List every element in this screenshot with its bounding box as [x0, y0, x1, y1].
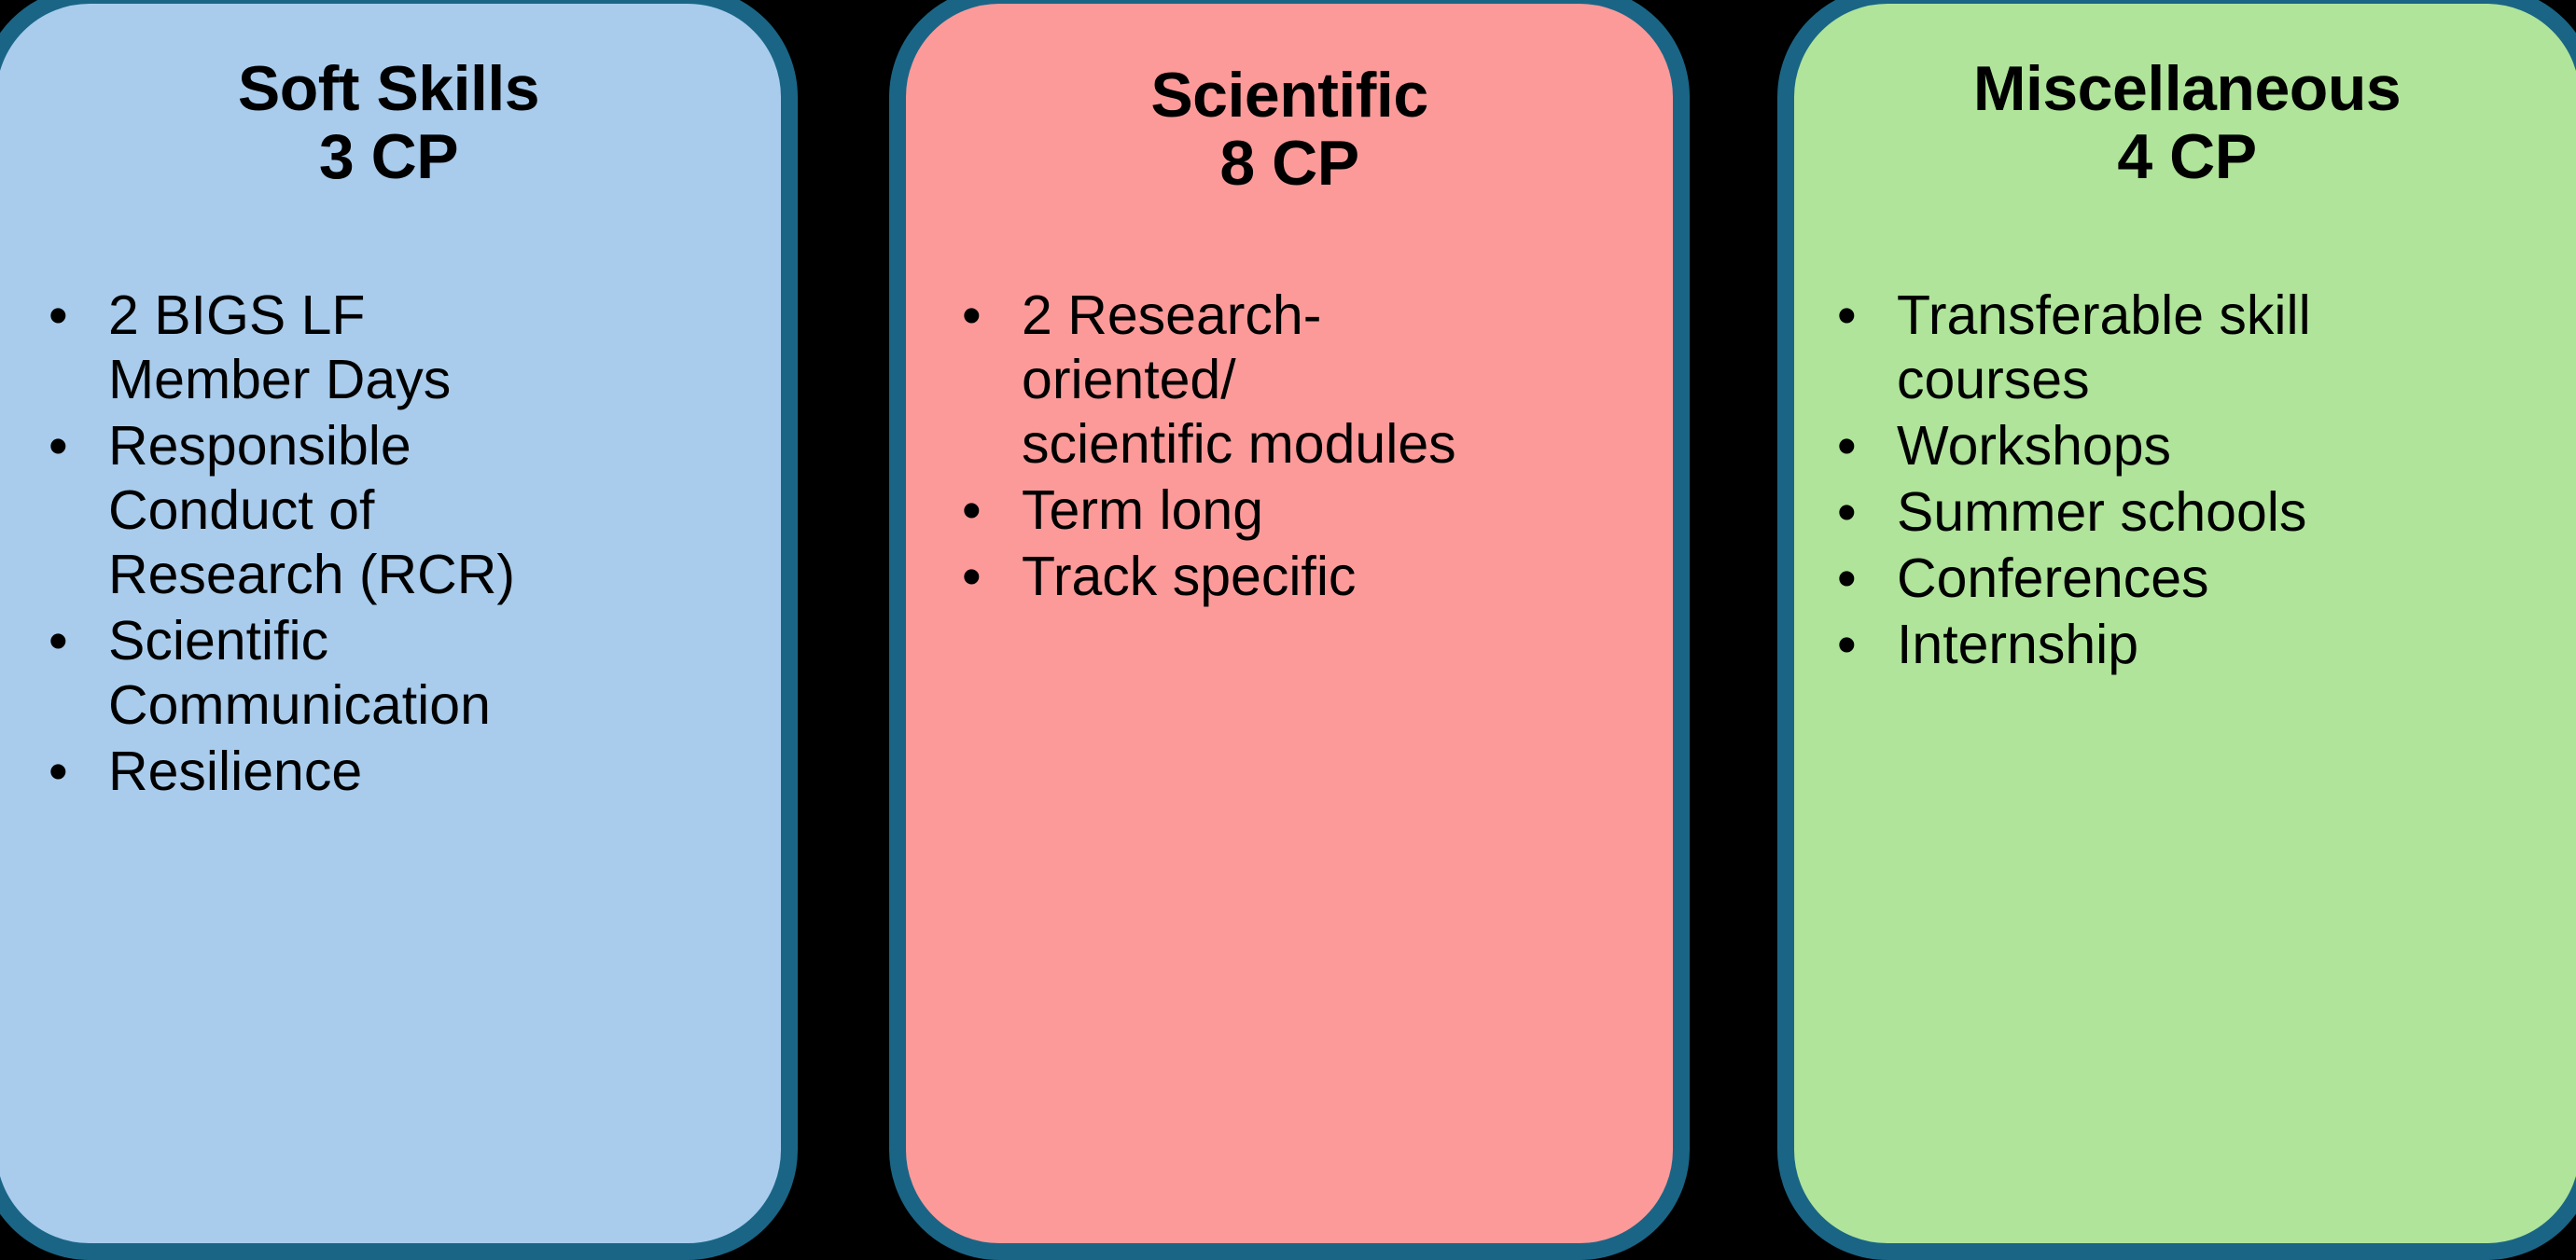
list-item: • 2 BIGS LF Member Days	[13, 284, 722, 412]
bullet-icon: •	[1837, 547, 1857, 610]
card-soft-skills-bullet-list: • 2 BIGS LF Member Days • Responsible Co…	[13, 284, 722, 806]
card-soft-skills: Soft Skills 3 CP • 2 BIGS LF Member Days…	[0, 0, 798, 1260]
list-item-label: 2 Research- oriented/ scientific modules	[1022, 284, 1456, 476]
bullet-icon: •	[962, 546, 982, 608]
list-item-label: Conferences	[1897, 547, 2209, 610]
bullet-icon: •	[1837, 614, 1857, 676]
card-miscellaneous-bullet-list: • Transferable skill courses • Workshops…	[1802, 284, 2567, 679]
bullet-icon: •	[962, 479, 982, 542]
list-item: • Transferable skill courses	[1802, 284, 2567, 412]
bullet-icon: •	[49, 610, 68, 672]
list-item-label: Summer schools	[1897, 481, 2307, 544]
list-item-label: Transferable skill courses	[1897, 284, 2311, 411]
list-item-label: Scientific Communication	[108, 610, 491, 737]
card-scientific: Scientific 8 CP • 2 Research- oriented/ …	[889, 0, 1690, 1260]
list-item: • Workshops	[1802, 414, 2567, 478]
list-item-label: 2 BIGS LF Member Days	[108, 284, 452, 411]
card-miscellaneous-title: Miscellaneous 4 CP	[1972, 53, 2402, 193]
bullet-icon: •	[962, 284, 982, 346]
list-item: • Resilience	[13, 740, 722, 804]
bullet-icon: •	[1837, 415, 1857, 478]
list-item: • Responsible Conduct of Research (RCR)	[13, 414, 722, 607]
bullet-icon: •	[49, 741, 68, 803]
list-item: • Internship	[1802, 613, 2567, 677]
list-item-label: Internship	[1897, 614, 2139, 676]
card-soft-skills-content: Soft Skills 3 CP • 2 BIGS LF Member Days…	[0, 4, 781, 1243]
bullet-icon: •	[49, 284, 68, 346]
list-item-label: Responsible Conduct of Research (RCR)	[108, 415, 516, 606]
card-scientific-title: Scientific 8 CP	[1150, 60, 1428, 200]
bullet-icon: •	[1837, 481, 1857, 544]
card-soft-skills-title: Soft Skills 3 CP	[237, 53, 540, 193]
list-item-label: Term long	[1022, 479, 1264, 542]
bullet-icon: •	[1837, 284, 1857, 346]
list-item: • Track specific	[926, 545, 1673, 609]
card-miscellaneous: Miscellaneous 4 CP • Transferable skill …	[1777, 0, 2576, 1260]
list-item: • 2 Research- oriented/ scientific modul…	[926, 284, 1673, 477]
list-item: • Summer schools	[1802, 480, 2567, 545]
list-item-label: Workshops	[1897, 415, 2172, 478]
list-item: • Conferences	[1802, 547, 2567, 611]
list-item-label: Resilience	[108, 741, 363, 803]
card-scientific-bullet-list: • 2 Research- oriented/ scientific modul…	[926, 284, 1673, 611]
card-scientific-content: Scientific 8 CP • 2 Research- oriented/ …	[906, 4, 1673, 1243]
list-item: • Scientific Communication	[13, 609, 722, 738]
bullet-icon: •	[49, 415, 68, 478]
list-item-label: Track specific	[1022, 546, 1357, 608]
card-miscellaneous-content: Miscellaneous 4 CP • Transferable skill …	[1794, 4, 2576, 1243]
list-item: • Term long	[926, 478, 1673, 543]
